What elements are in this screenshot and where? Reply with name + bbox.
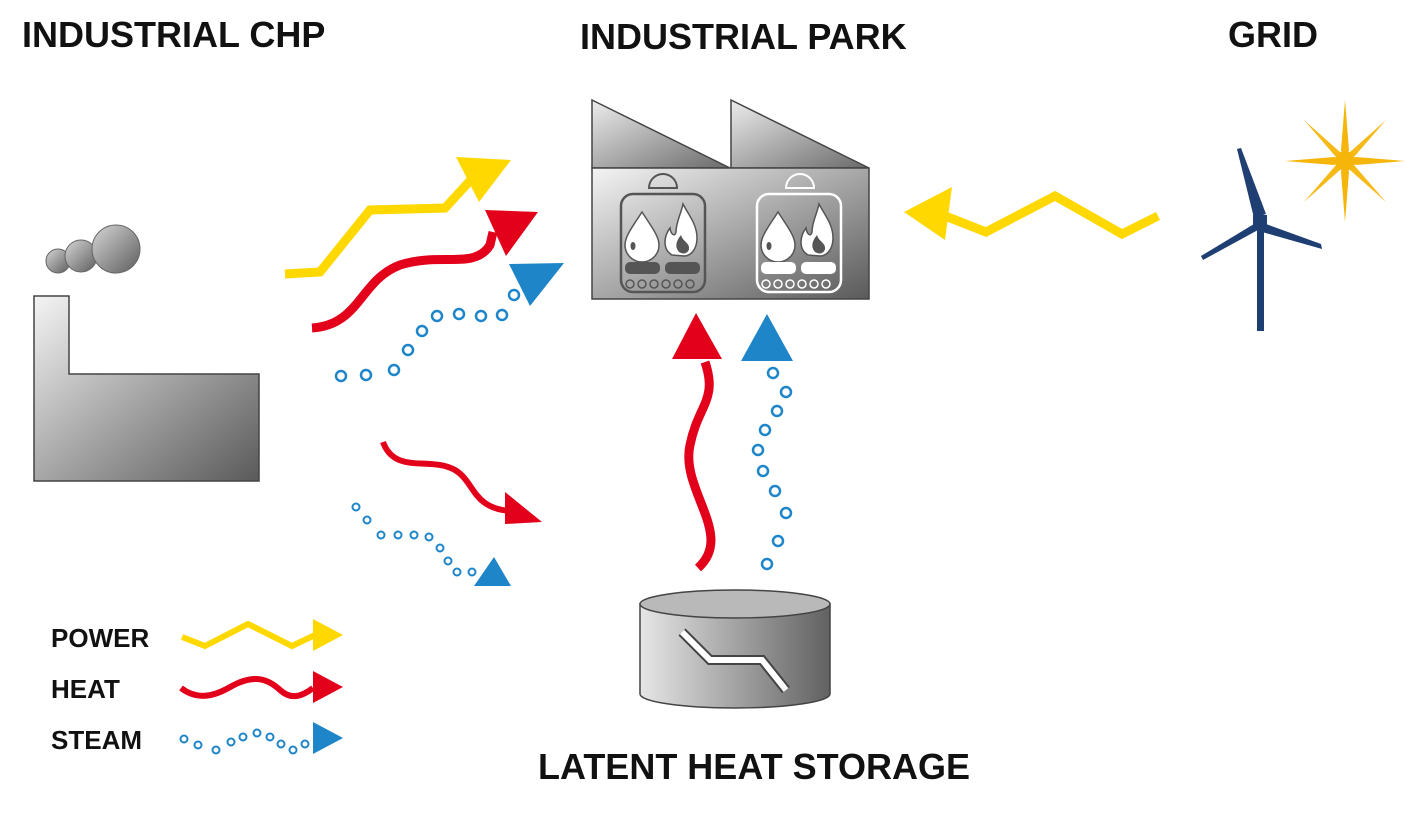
latent-heat-storage-label: LATENT HEAT STORAGE bbox=[538, 746, 970, 787]
wind-turbine-icon bbox=[1201, 148, 1322, 331]
legend-power-label: POWER bbox=[51, 623, 150, 653]
legend-power-swatch bbox=[180, 619, 343, 651]
power-flow-grid-to-park bbox=[904, 187, 1161, 240]
storage-tank-icon bbox=[639, 589, 831, 709]
steam-arrow-chp-to-park bbox=[509, 263, 564, 306]
heat-flow-chp-to-storage bbox=[380, 440, 542, 524]
steam-flow-chp-to-park bbox=[334, 288, 521, 383]
grid-label: GRID bbox=[1228, 14, 1318, 55]
smoke-cloud-icon bbox=[45, 224, 141, 274]
legend-heat-label: HEAT bbox=[51, 674, 120, 704]
sun-icon bbox=[1285, 100, 1405, 222]
legend-steam-swatch bbox=[179, 722, 343, 755]
steam-arrow-chp-to-storage bbox=[474, 557, 511, 586]
steam-flow-storage-to-park bbox=[751, 366, 793, 571]
industrial-park-label: INDUSTRIAL PARK bbox=[580, 16, 907, 57]
heat-flow-chp-to-park bbox=[311, 210, 538, 333]
boiler-icon bbox=[755, 173, 843, 294]
boiler-icon bbox=[619, 173, 707, 294]
steam-flow-chp-to-storage bbox=[351, 502, 477, 577]
legend-steam-label: STEAM bbox=[51, 725, 142, 755]
industrial-chp-label: INDUSTRIAL CHP bbox=[22, 14, 326, 55]
power-flow-chp-to-park bbox=[284, 157, 511, 279]
steam-arrow-storage-to-park bbox=[741, 314, 793, 361]
factory-chimney-icon bbox=[33, 295, 260, 482]
legend-heat-swatch bbox=[179, 671, 343, 703]
heat-flow-storage-to-park bbox=[672, 313, 722, 572]
